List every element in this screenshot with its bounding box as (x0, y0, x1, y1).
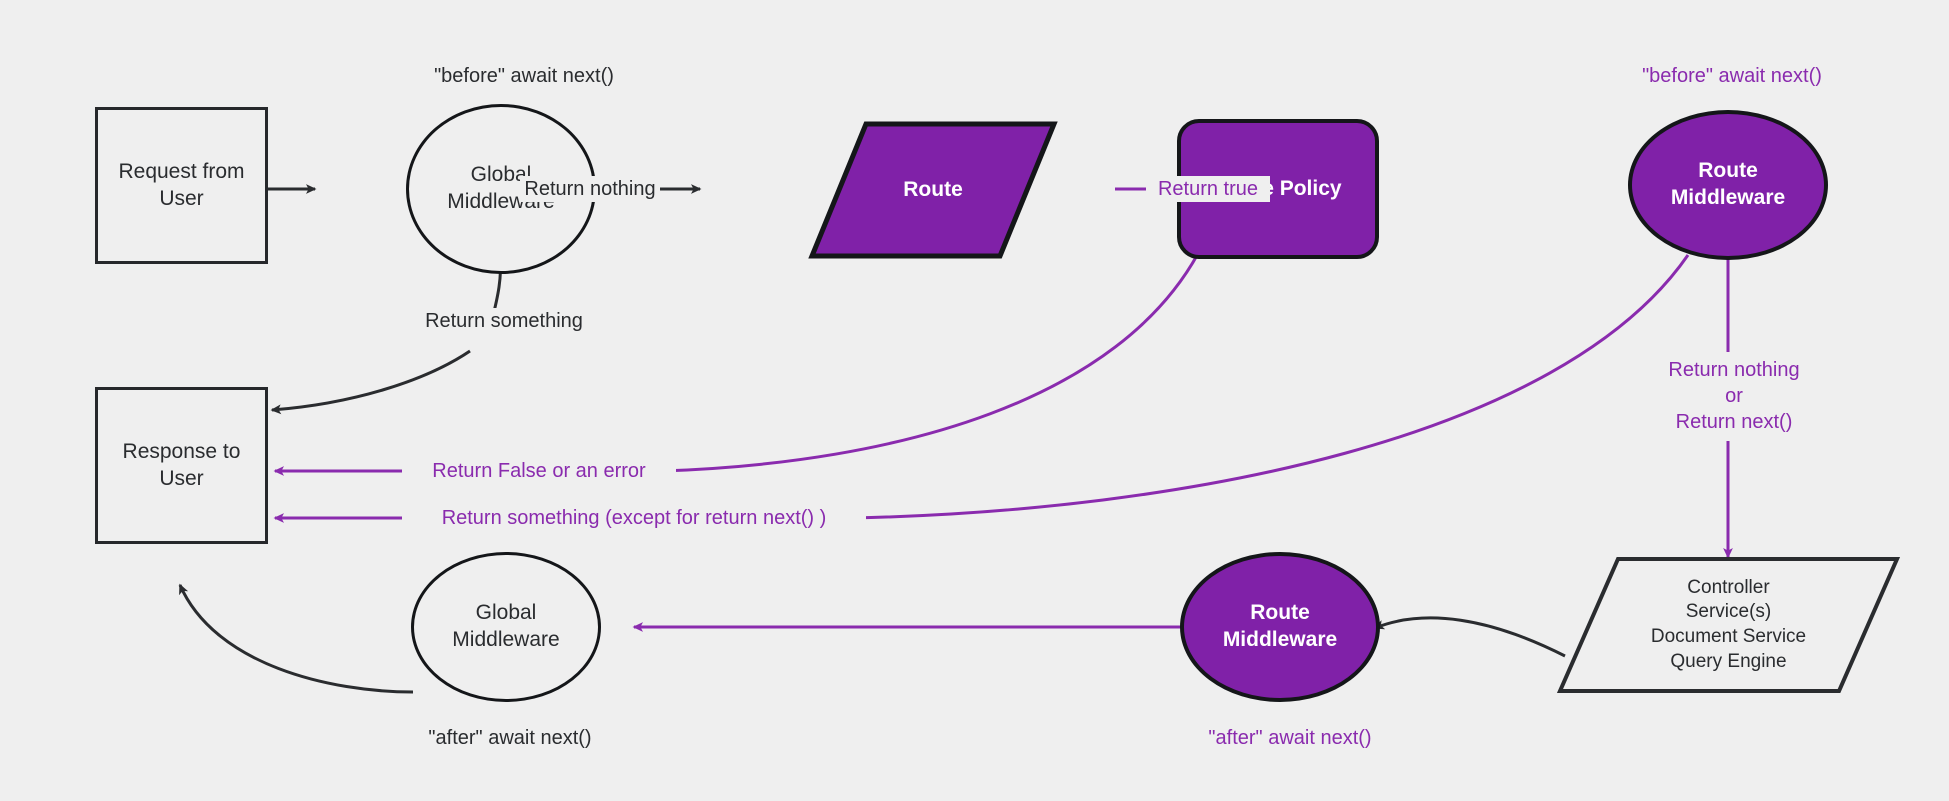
edge-route-middleware-return-something-curve (851, 254, 1690, 520)
node-request-from-user-line1: Request from (118, 159, 245, 183)
node-controller-services-label: Controller Service(s) Document Service Q… (1556, 555, 1901, 695)
node-route-middleware-bottom-line1: Route (1250, 601, 1310, 625)
edge-route-policy-return-false-curve (661, 249, 1202, 473)
annotation-after-await-next-route: "after" await next() (1178, 725, 1402, 751)
node-controller-line2: Service(s) (1685, 601, 1772, 623)
node-route-middleware-top[interactable]: Route Middleware (1628, 110, 1828, 260)
edge-label-return-true: Return true (1146, 176, 1270, 202)
edge-global-middleware-return-something-lower (270, 349, 471, 415)
edge-controller-to-route-middleware-bottom (1373, 616, 1566, 658)
edge-label-return-nothing: Return nothing (520, 176, 660, 202)
node-controller-line4: Query Engine (1670, 650, 1787, 672)
annotation-before-await-next-route: "before" await next() (1620, 63, 1844, 89)
node-response-to-user-line1: Response to (122, 439, 241, 463)
node-global-middleware-bottom-line2: Middleware (452, 628, 560, 651)
node-route-middleware-top-line2: Middleware (1670, 186, 1786, 209)
node-route[interactable]: Route (808, 120, 1058, 260)
node-route-middleware-bottom-line2: Middleware (1222, 628, 1338, 651)
node-response-to-user-line2: User (159, 466, 204, 490)
annotation-before-await-next-global: "before" await next() (412, 63, 636, 89)
node-global-middleware-bottom[interactable]: Global Middleware (411, 552, 601, 702)
node-request-from-user-line2: User (159, 186, 204, 210)
node-controller-line1: Controller (1687, 576, 1770, 598)
node-global-middleware-bottom-line1: Global (475, 601, 537, 625)
edge-label-return-nothing-or-next: Return nothing or Return next() (1638, 356, 1830, 436)
edge-label-return-something: Return something (410, 308, 598, 334)
edge-label-return-nothing-or-next-line3: Return next() (1675, 411, 1793, 433)
node-controller-services[interactable]: Controller Service(s) Document Service Q… (1556, 555, 1901, 695)
annotation-after-await-next-global: "after" await next() (398, 725, 622, 751)
edge-global-middleware-bottom-to-response (178, 583, 414, 694)
node-route-label: Route (903, 178, 963, 202)
edge-label-return-nothing-or-next-line1: Return nothing (1668, 359, 1800, 381)
route-parallelogram-shape (808, 121, 1058, 259)
node-controller-line3: Document Service (1650, 626, 1807, 647)
node-request-from-user[interactable]: Request from User (95, 107, 268, 264)
node-route-policy[interactable]: Route Policy (1177, 119, 1379, 259)
controller-parallelogram-shape (1556, 557, 1901, 693)
node-route-middleware-top-line1: Route (1698, 159, 1758, 183)
edge-label-return-nothing-or-next-line2: or (1725, 385, 1743, 407)
node-response-to-user[interactable]: Response to User (95, 387, 268, 544)
edge-label-return-false-or-error: Return False or an error (402, 458, 676, 484)
node-route-middleware-bottom[interactable]: Route Middleware (1180, 552, 1380, 702)
edge-label-return-something-except: Return something (except for return next… (402, 505, 866, 531)
